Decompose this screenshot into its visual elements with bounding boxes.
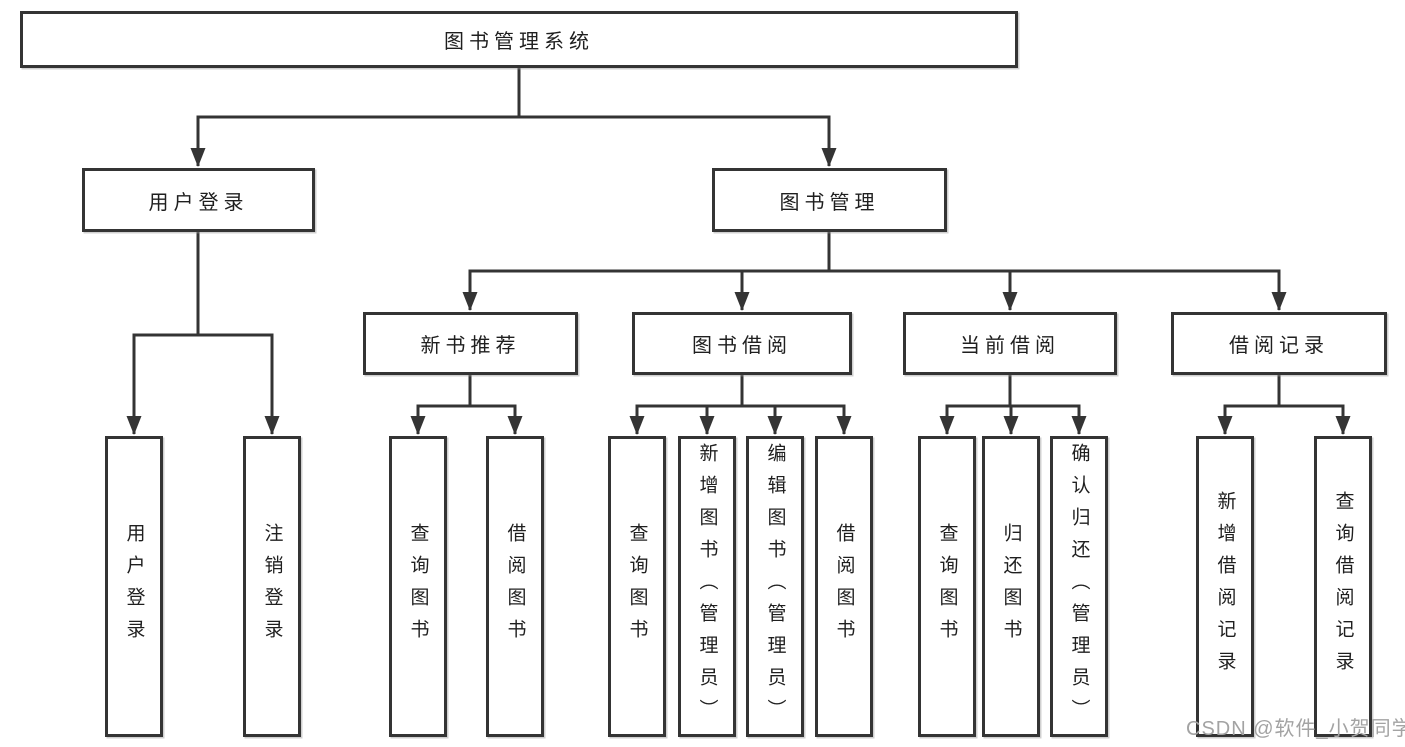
connector-trunks — [132, 68, 1345, 408]
node-user-login: 用户登录 — [82, 168, 315, 232]
leaf-user-login: 用户登录 — [105, 436, 163, 737]
node-library-management-system: 图书管理系统 — [20, 11, 1018, 68]
watermark-csdn: CSDN @软件_小贺同学 — [1186, 718, 1405, 740]
node-book-borrowing: 图书借阅 — [632, 312, 852, 375]
leaf-borrow-books-2: 借阅图书 — [815, 436, 873, 737]
connector-arrows — [126, 117, 1351, 435]
leaf-logout: 注销登录 — [243, 436, 301, 737]
leaf-query-books: 查询图书 — [389, 436, 447, 737]
leaf-query-borrow-record: 查询借阅记录 — [1314, 436, 1372, 737]
node-current-borrowing: 当前借阅 — [903, 312, 1117, 375]
node-new-book-recommendation: 新书推荐 — [363, 312, 578, 375]
leaf-confirm-return-admin: 确认归还（管理员） — [1050, 436, 1108, 737]
leaf-query-books-2: 查询图书 — [608, 436, 666, 737]
leaf-return-books: 归还图书 — [982, 436, 1040, 737]
node-borrowing-records: 借阅记录 — [1171, 312, 1387, 375]
leaf-add-borrow-record: 新增借阅记录 — [1196, 436, 1254, 737]
leaf-borrow-books: 借阅图书 — [486, 436, 544, 737]
leaf-add-books-admin: 新增图书（管理员） — [678, 436, 736, 737]
node-book-management: 图书管理 — [712, 168, 947, 232]
leaf-query-books-3: 查询图书 — [918, 436, 976, 737]
leaf-edit-books-admin: 编辑图书（管理员） — [746, 436, 804, 737]
